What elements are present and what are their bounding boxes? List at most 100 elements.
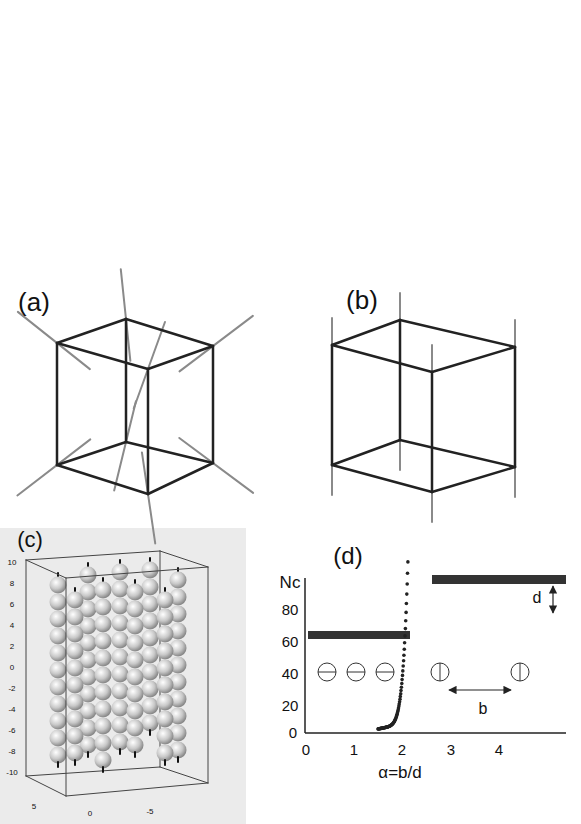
- cube-edge: [148, 463, 213, 494]
- cube-edge: [331, 345, 334, 465]
- particle-sphere: [157, 660, 174, 677]
- tick-label: 5: [32, 803, 36, 811]
- box-edge: [66, 783, 208, 796]
- particle-sphere: [80, 567, 97, 584]
- particle-sphere: [127, 635, 144, 652]
- tick-label: -2: [8, 685, 15, 693]
- axis-title: Nc: [280, 574, 301, 591]
- particle-sphere: [95, 650, 112, 667]
- defect-line: [18, 312, 90, 369]
- data-point: [404, 619, 408, 623]
- particle-sphere: [112, 683, 129, 700]
- particle-sphere: [50, 662, 67, 679]
- particle-sphere: [112, 632, 129, 649]
- particle-sphere: [67, 677, 84, 694]
- phase-plot: [305, 560, 566, 733]
- data-point: [399, 692, 403, 696]
- particle-sphere: [112, 700, 129, 717]
- particle-sphere: [67, 643, 84, 660]
- particle-sphere: [112, 598, 129, 615]
- panel-label: (c): [17, 529, 43, 551]
- particle-sphere: [127, 618, 144, 635]
- data-point: [399, 689, 403, 693]
- particle-sphere: [112, 564, 129, 581]
- tick-label: -5: [146, 808, 153, 816]
- panel-label: (d): [333, 544, 362, 568]
- dipole-tip: [119, 749, 121, 754]
- particle-sphere: [112, 666, 129, 683]
- cube-edge: [57, 465, 148, 494]
- particle-sphere: [127, 686, 144, 703]
- cube-edge: [126, 442, 213, 463]
- dipole-tip: [149, 730, 151, 735]
- phase-bar: [432, 575, 566, 584]
- particle-sphere: [157, 677, 174, 694]
- tick-label: -8: [8, 748, 15, 756]
- cube-edge: [332, 465, 432, 492]
- particle-sphere: [142, 664, 159, 681]
- particle-sphere: [50, 577, 67, 594]
- tick-label: 1: [350, 742, 358, 757]
- tick-label: 60: [282, 634, 299, 649]
- particle-sphere: [67, 626, 84, 643]
- tick-label: 40: [282, 666, 299, 681]
- particle-sphere: [67, 660, 84, 677]
- tick-label: -6: [8, 727, 15, 735]
- defect-line: [180, 316, 253, 372]
- panel-label: (b): [346, 287, 378, 313]
- particle-sphere: [95, 599, 112, 616]
- particle-sphere: [67, 728, 84, 745]
- tick-label: -10: [6, 769, 18, 777]
- particle-sphere: [112, 649, 129, 666]
- particle-sphere: [112, 734, 129, 751]
- data-point: [402, 653, 406, 657]
- cube-edge: [56, 343, 59, 465]
- cube-edge: [332, 320, 400, 345]
- data-point: [400, 682, 404, 686]
- cube-edge: [212, 346, 215, 463]
- tick-label: 2: [398, 742, 406, 757]
- cube-edge: [126, 319, 213, 346]
- particle-sphere: [95, 752, 112, 769]
- data-point: [406, 572, 410, 576]
- simulation-box: [26, 551, 208, 796]
- cube-edge: [57, 442, 126, 465]
- panel-label: (a): [18, 289, 50, 315]
- cube-edge: [57, 319, 126, 343]
- dipole-tip: [87, 752, 89, 757]
- particle-sphere: [95, 667, 112, 684]
- defect-line: [431, 345, 433, 522]
- y-axis: [304, 578, 306, 733]
- particle-sphere: [127, 720, 144, 737]
- particle-sphere: [67, 609, 84, 626]
- box-edge: [160, 767, 208, 783]
- data-point: [401, 674, 405, 678]
- cube-edge: [400, 440, 515, 467]
- data-point: [404, 627, 408, 631]
- axis-title: α=b/d: [378, 764, 421, 781]
- tick-label: 4: [10, 622, 14, 630]
- data-point: [405, 582, 409, 586]
- particle-sphere: [95, 633, 112, 650]
- cube-edge: [148, 346, 213, 369]
- particle-sphere: [142, 630, 159, 647]
- dimension-label: d: [533, 590, 542, 606]
- particle-sphere: [157, 711, 174, 728]
- particle-sphere: [127, 703, 144, 720]
- particle-sphere: [157, 609, 174, 626]
- cube-edge: [147, 369, 150, 494]
- data-point: [405, 592, 409, 596]
- box-edge: [26, 551, 160, 560]
- x-axis: [305, 732, 566, 734]
- defect-line: [399, 293, 401, 470]
- data-point: [403, 647, 407, 651]
- particle-sphere: [142, 698, 159, 715]
- dipole-tip: [74, 760, 76, 765]
- cube-edge: [514, 347, 517, 467]
- particle-sphere: [95, 684, 112, 701]
- cube-edge: [432, 467, 515, 492]
- cube-edge: [431, 372, 434, 492]
- oblate-particle: [318, 663, 394, 681]
- dipole-tip: [164, 760, 166, 765]
- tick-label: 3: [447, 742, 455, 757]
